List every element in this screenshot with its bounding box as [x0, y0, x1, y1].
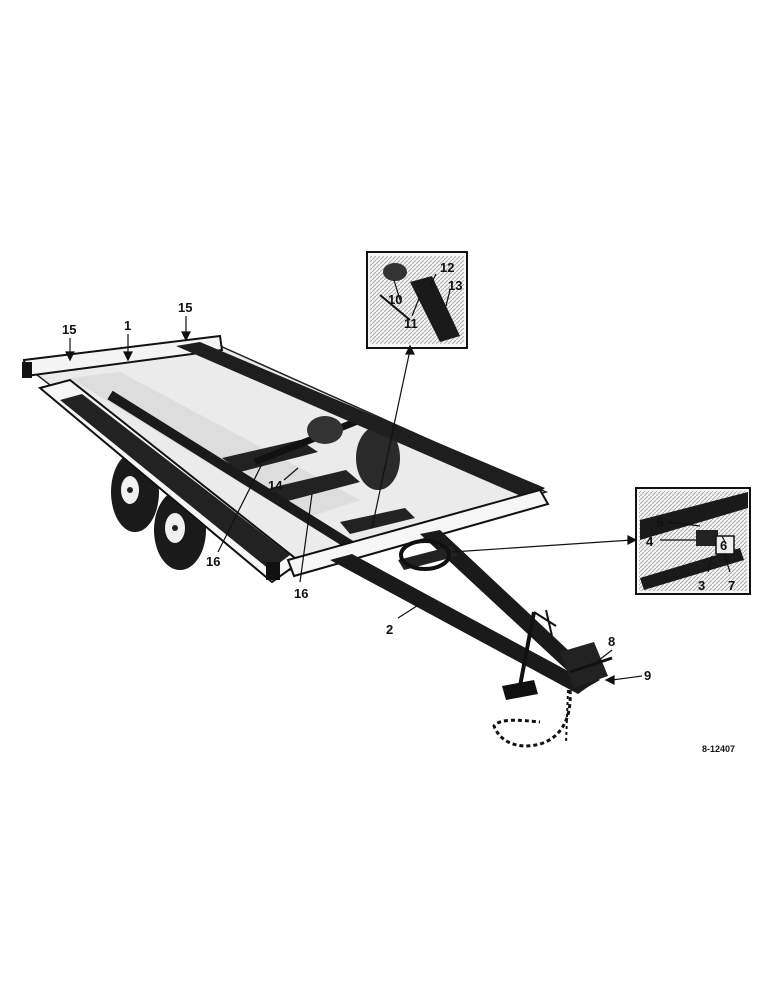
leader-16b	[299, 493, 313, 583]
chain-drop	[565, 689, 569, 745]
jack-handle-arm	[545, 609, 553, 637]
leader-lines	[65, 273, 731, 685]
figure-reference: 8-12407	[702, 744, 735, 754]
callout-2: 2	[386, 622, 393, 637]
callout-8: 8	[608, 634, 615, 649]
leader-9-arrow	[604, 675, 615, 685]
tongue-ring	[399, 539, 451, 571]
jack-post	[518, 611, 536, 687]
tongue-cross-brace	[398, 546, 458, 570]
callout-labels: 1 15 15 14 16 16 2 8 9 10 11 12 13 5 4 6…	[62, 260, 735, 683]
cross-member-16b	[270, 470, 360, 502]
leader-right-inset-arrow	[627, 535, 638, 545]
callout-1: 1	[124, 318, 131, 333]
inset-right-clamp	[696, 530, 718, 546]
callout-13: 13	[448, 278, 462, 293]
leader-3	[707, 555, 713, 573]
inset-top-bolt	[383, 263, 407, 281]
inset-right-clamp-plate	[715, 535, 735, 555]
leader-2	[397, 603, 421, 619]
inset-top-rail	[410, 276, 460, 342]
deck-underside-shadow	[70, 372, 360, 520]
right-side-rail	[176, 342, 545, 500]
leader-15b-arrow	[181, 331, 191, 342]
callout-16a: 16	[206, 554, 220, 569]
leader-1-arrow	[123, 351, 133, 362]
leader-15a-arrow	[65, 351, 75, 362]
callout-7: 7	[728, 578, 735, 593]
cross-member-front	[340, 508, 415, 534]
leader-7	[723, 553, 731, 573]
rear-left-corner	[22, 362, 32, 378]
deck-wheel-right	[356, 426, 400, 490]
rear-hub-cap	[127, 487, 133, 493]
jack-handle	[533, 611, 557, 627]
leader-8	[593, 649, 613, 665]
leader-12	[429, 273, 437, 287]
jack-foot	[502, 680, 538, 700]
leader-right-inset	[451, 539, 633, 553]
inset-top-detail-line	[379, 294, 411, 321]
safety-chain	[492, 689, 572, 748]
callout-11: 11	[404, 316, 418, 331]
inset-detail-right	[635, 487, 751, 595]
leader-6	[721, 535, 727, 545]
hitch-pin	[569, 656, 613, 674]
leader-top-inset-arrow	[405, 344, 415, 355]
leader-5	[667, 521, 701, 527]
callout-5: 5	[656, 515, 663, 530]
leader-10	[393, 279, 401, 301]
callout-12: 12	[440, 260, 454, 275]
center-beam	[107, 390, 358, 553]
leader-16a	[217, 463, 263, 553]
inset-detail-top	[366, 251, 468, 349]
inset-right-beam	[640, 492, 748, 540]
callout-4: 4	[646, 534, 654, 549]
main-frame	[22, 334, 550, 584]
deck-wheel-left	[307, 416, 343, 444]
tongue-assembly	[330, 530, 613, 748]
leader-9	[611, 675, 643, 681]
leader-13	[445, 289, 451, 307]
leader-top-inset	[371, 349, 411, 529]
callout-15a: 15	[62, 322, 76, 337]
inset-right-beam-low	[640, 548, 744, 590]
hitch-plate	[560, 642, 608, 688]
leader-11	[411, 295, 421, 317]
front-left-corner	[266, 562, 280, 580]
callout-15b: 15	[178, 300, 192, 315]
left-rail-dark	[60, 394, 290, 570]
callout-16b: 16	[294, 586, 308, 601]
callout-9: 9	[644, 668, 651, 683]
leader-14	[283, 467, 299, 481]
front-cross-bar	[286, 488, 550, 578]
callout-6: 6	[720, 538, 727, 553]
callout-10: 10	[388, 292, 402, 307]
callout-14: 14	[268, 478, 283, 493]
front-hub-cap	[172, 525, 178, 531]
callout-3: 3	[698, 578, 705, 593]
tongue-right-arm	[420, 530, 600, 688]
